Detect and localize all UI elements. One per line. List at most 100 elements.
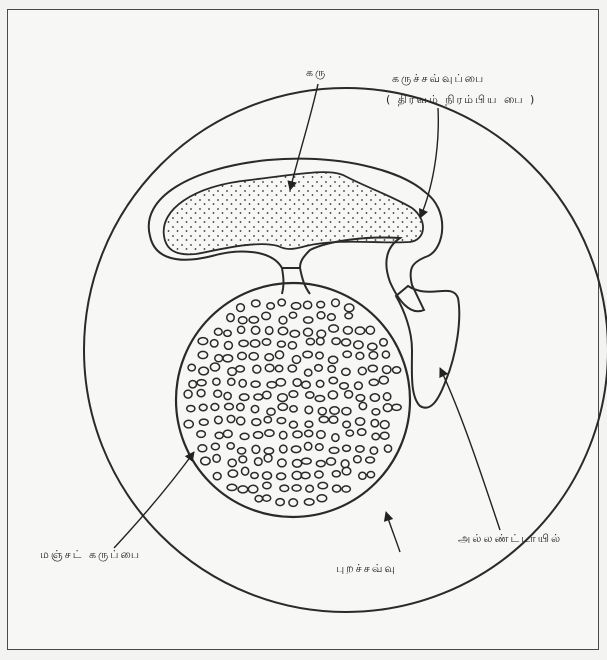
yolk-granule	[250, 340, 259, 347]
yolk-granule	[278, 299, 285, 306]
yolk-granule	[328, 391, 337, 399]
yolk-granule	[383, 366, 391, 374]
yolk-granule	[278, 403, 287, 410]
yolk-granule	[214, 328, 222, 335]
yolk-granule	[316, 380, 323, 387]
yolk-granule	[369, 352, 378, 359]
yolk-granule	[332, 338, 340, 345]
yolk-granule	[288, 365, 296, 372]
yolk-granule	[301, 472, 310, 478]
yolk-granule	[187, 406, 195, 412]
yolk-granule	[197, 390, 205, 397]
yolk-granule	[267, 382, 276, 388]
yolk-granule	[343, 327, 352, 335]
yolk-granule	[342, 467, 351, 475]
yolk-granule	[343, 421, 351, 427]
embryo-body	[164, 172, 423, 254]
yolk-granule	[370, 447, 377, 454]
yolk-granule	[366, 326, 374, 334]
yolk-granule	[278, 394, 288, 402]
yolk-granule	[251, 381, 260, 387]
yolk-granule	[228, 378, 235, 385]
yolk-granule	[304, 499, 314, 505]
yolk-granule	[355, 382, 363, 389]
yolk-granule	[316, 352, 323, 359]
yolk-granule	[329, 416, 338, 423]
yolk-granule	[293, 460, 302, 468]
yolk-granule	[346, 430, 353, 436]
label-yolk-sac: மஞ்சட் கருப்பை	[40, 548, 141, 563]
yolk-granule	[238, 352, 247, 359]
yolk-granule	[354, 341, 363, 349]
yolk-granule	[215, 432, 223, 438]
yolk-granule	[214, 390, 222, 397]
yolk-granule	[228, 459, 236, 467]
yolk-granule	[393, 367, 401, 373]
yolk-granule	[188, 364, 195, 371]
yolk-granule	[369, 379, 378, 385]
yolk-granule	[383, 404, 392, 412]
yolk-granule	[213, 473, 221, 480]
yolk-granule	[303, 351, 312, 358]
yolk-granule	[292, 356, 300, 364]
label-amnion-line1: கருச்சவ்வுப்பை	[392, 72, 485, 87]
yolk-granule	[368, 343, 377, 350]
yolk-granule	[254, 458, 262, 466]
yolk-granule	[293, 379, 301, 387]
yolk-granule	[249, 317, 258, 324]
yolk-granule	[329, 377, 337, 383]
label-chorion: புறச்சவ்வு	[336, 562, 397, 577]
yolk-granule	[248, 485, 257, 493]
yolk-granule	[290, 406, 297, 412]
yolk-granule	[356, 395, 365, 402]
yolk-granule	[255, 496, 262, 502]
yolk-granule	[359, 472, 366, 479]
yolk-granule	[263, 495, 271, 501]
yolk-granule	[210, 363, 219, 371]
yolk-granule	[239, 340, 248, 346]
yolk-granule	[345, 391, 353, 398]
yolk-granule	[329, 356, 338, 363]
yolk-granule	[227, 415, 235, 422]
yolk-granule	[240, 394, 249, 401]
yolk-granule	[198, 445, 207, 452]
yolk-granule	[251, 473, 258, 479]
yolk-granule	[332, 299, 340, 307]
yolk-granule	[224, 342, 232, 350]
yolk-granule	[304, 328, 313, 336]
yolk-granule	[288, 342, 296, 349]
yolk-granule	[289, 421, 297, 428]
arrow-chorion-line	[386, 512, 400, 552]
yolk-granule	[265, 430, 274, 437]
yolk-granule	[253, 365, 261, 373]
yolk-granule	[224, 392, 231, 399]
yolk-granule	[392, 404, 401, 410]
yolk-granule	[358, 429, 366, 436]
yolk-granule	[317, 495, 327, 502]
yolk-granule	[252, 445, 260, 453]
yolk-granule	[237, 403, 244, 410]
yolk-granule	[280, 431, 287, 439]
yolk-granule	[254, 394, 263, 400]
yolk-granule	[290, 330, 299, 337]
yolk-granule	[198, 351, 207, 358]
yolk-granule	[211, 404, 219, 411]
yolk-granule	[236, 366, 245, 372]
yolk-granule	[317, 301, 325, 307]
yolk-granule	[371, 420, 378, 427]
yolk-granule	[264, 454, 272, 462]
yolk-granule	[197, 431, 206, 438]
yolk-granule	[332, 434, 339, 442]
yolk-granule	[201, 457, 210, 465]
yolk-granule	[317, 330, 326, 338]
yolk-granule	[306, 338, 314, 344]
yolk-granule	[238, 448, 246, 454]
yolk-granule	[319, 416, 328, 422]
yolk-granule	[342, 408, 351, 415]
yolk-granule	[317, 431, 325, 439]
yolk-granule	[359, 402, 366, 409]
yolk-granule	[238, 326, 245, 333]
yolk-granule	[316, 444, 324, 451]
arrow-yolk-sac-line	[114, 452, 194, 548]
yolk-granule	[210, 340, 218, 347]
